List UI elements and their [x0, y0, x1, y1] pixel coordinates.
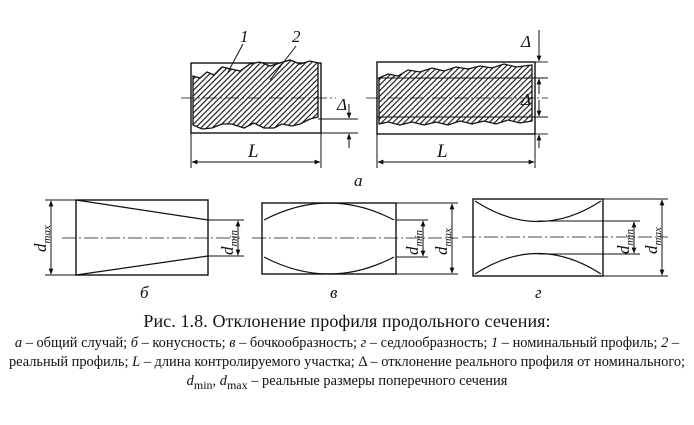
saddle-dmax-label: dmax — [642, 227, 664, 254]
caption-dmin-sub: min — [193, 377, 213, 392]
caption-dmax-sub: max — [226, 377, 248, 392]
panel-v-label: в — [330, 283, 338, 302]
barrel-upper-arc — [263, 202, 395, 221]
callout-2-leader — [269, 45, 297, 81]
saddle-outline — [472, 198, 604, 277]
taper-dmin-label: dmin — [218, 230, 240, 256]
caption-key-1: 1 — [490, 335, 499, 351]
callout-1-leader — [227, 43, 244, 73]
caption-key-v: в — [229, 335, 236, 351]
panel-b-label: б — [140, 283, 149, 302]
barrel-lower-arc — [263, 256, 395, 275]
caption-key-b: б — [130, 335, 139, 351]
panel-v-drawing: dmin dmax в — [252, 202, 458, 302]
caption-key-L: L — [132, 354, 141, 370]
taper-dmax-label: dmax — [31, 225, 53, 252]
caption-title: Рис. 1.8. Отклонение профиля продольного… — [143, 311, 551, 331]
length-label-left: L — [247, 141, 259, 162]
taper-upper-generatrix — [75, 199, 209, 221]
barrel-dmax-label: dmax — [432, 228, 454, 255]
barrel-dmin-label: dmin — [403, 230, 425, 256]
taper-outline — [75, 199, 209, 276]
saddle-upper-arc — [474, 200, 602, 223]
caption-key-a: а — [14, 335, 23, 351]
caption-text-L: – длина контролируемого участка; Δ – отк… — [140, 354, 686, 370]
caption-key-2: 2 — [661, 335, 669, 351]
caption-tail: – реальные размеры поперечного сечения — [247, 373, 508, 389]
panel-a-label: a — [354, 171, 363, 190]
panel-a-left-drawing: 1 2 L Δ — [181, 27, 358, 168]
callout-1-label: 1 — [240, 27, 249, 46]
caption-text-2: – реальный профиль; — [8, 335, 680, 370]
figure-canvas: 1 2 L Δ Δ Δ L a — [31, 27, 668, 302]
panel-a-right-drawing: Δ Δ L — [366, 30, 548, 168]
caption-dmax-main: d — [219, 373, 227, 389]
callout-2-label: 2 — [292, 27, 301, 46]
barrel-outline — [261, 202, 397, 275]
caption-text-a: – общий случай; — [22, 335, 131, 351]
saddle-lower-arc — [474, 252, 602, 275]
caption-text-1: – номинальный профиль; — [498, 335, 662, 351]
panel-g-label: г — [535, 283, 542, 302]
saddle-dmin-label: dmin — [614, 229, 636, 255]
caption-body: а – общий случай; б – конусность; в – бо… — [0, 332, 694, 395]
panel-g-drawing: dmin dmax г — [462, 198, 668, 302]
figure-caption: Рис. 1.8. Отклонение профиля продольного… — [0, 310, 694, 395]
taper-lower-generatrix — [75, 255, 209, 276]
delta-bottom-label: Δ — [520, 90, 531, 109]
delta-top-label: Δ — [520, 32, 531, 51]
real-profile-hatched-left — [192, 59, 319, 130]
caption-text-v: – бочкообразность; — [235, 335, 361, 351]
caption-text-g: – седлообразность; — [366, 335, 491, 351]
real-profile-hatched-right — [378, 63, 533, 126]
delta-label-left: Δ — [336, 95, 347, 114]
panel-b-drawing: dmax dmin б — [31, 199, 244, 302]
caption-key-g: г — [360, 335, 367, 351]
caption-dmin-main: d — [186, 373, 194, 389]
caption-text-b: – конусность; — [138, 335, 230, 351]
length-label-right: L — [436, 141, 448, 162]
caption-comma: , — [212, 373, 220, 389]
